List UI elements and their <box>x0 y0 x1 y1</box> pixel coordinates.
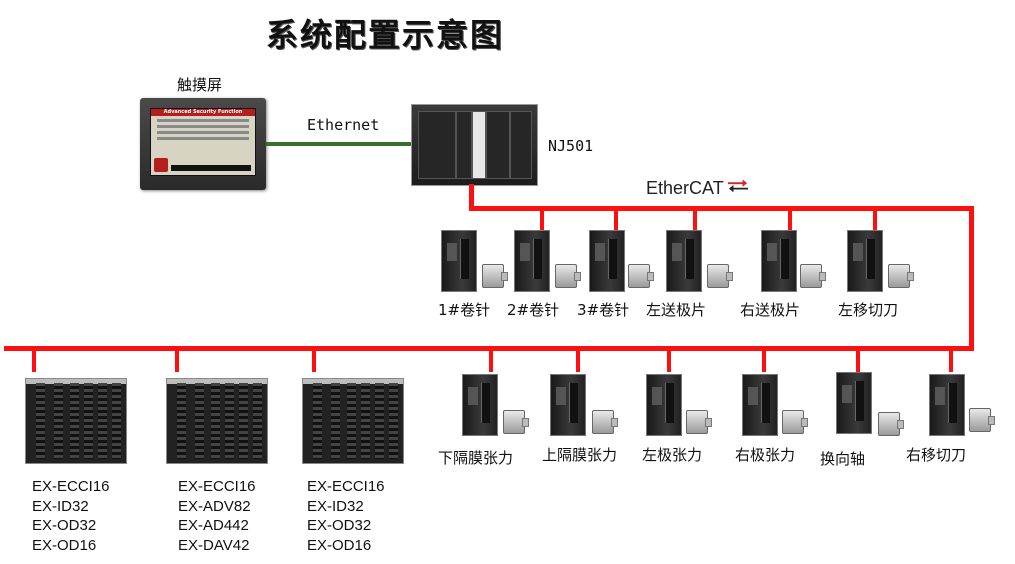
bus-drop <box>693 206 697 230</box>
io-module: EX-AD442 <box>178 517 249 534</box>
bus-drop <box>175 350 179 372</box>
hmi-screen: Advanced Security Function <box>150 108 256 176</box>
bus-drop <box>873 206 877 230</box>
servo-motor <box>503 410 529 434</box>
ethernet-cable <box>266 142 412 146</box>
servo-motor <box>782 410 808 434</box>
servo-motor <box>878 412 904 436</box>
servo-drive <box>761 230 797 292</box>
bus-drop-plc <box>469 184 474 210</box>
servo-label: 3#卷针 <box>577 301 630 319</box>
servo-label: 1#卷针 <box>438 301 491 319</box>
io-module: EX-ADV82 <box>178 497 251 515</box>
servo-drive <box>666 230 702 292</box>
servo-motor <box>686 410 712 434</box>
servo-label: 上隔膜张力 <box>542 446 618 464</box>
hmi-button-strip <box>171 165 251 171</box>
bus-drop <box>540 206 544 230</box>
servo-drive <box>929 374 965 436</box>
io-module: EX-DAV42 <box>178 536 250 554</box>
plc-controller <box>411 104 538 186</box>
io-module: EX-ECCI16 <box>32 478 110 495</box>
bus-drop <box>667 350 671 372</box>
hmi-label: 触摸屏 <box>177 76 223 94</box>
servo-motor <box>707 264 733 288</box>
ethercat-logo: EtherCAT <box>646 178 749 199</box>
hmi-touchscreen: Advanced Security Function <box>140 98 266 190</box>
io-module: EX-OD16 <box>307 536 372 554</box>
io-module-list: EX-ECCI16 EX-ID32 EX-OD32 EX-OD16 <box>32 477 110 555</box>
bus-drop <box>856 350 860 372</box>
servo-label: 右极张力 <box>735 446 796 464</box>
io-module: EX-OD16 <box>32 536 97 554</box>
servo-drive <box>646 374 682 436</box>
io-module-list: EX-ECCI16 EX-ADV82 EX-AD442 EX-DAV42 <box>178 477 256 555</box>
diagram-title: 系统配置示意图 <box>266 16 505 54</box>
io-module: EX-ECCI16 <box>178 478 256 495</box>
servo-drive <box>742 374 778 436</box>
io-module-list: EX-ECCI16 EX-ID32 EX-OD32 EX-OD16 <box>307 477 385 555</box>
servo-label: 左移切刀 <box>838 301 899 319</box>
servo-drive <box>441 230 477 292</box>
bus-drop <box>614 206 618 230</box>
ethernet-label: Ethernet <box>307 116 380 134</box>
servo-motor <box>482 264 508 288</box>
remote-io-unit <box>166 378 268 464</box>
bus-drop <box>762 350 766 372</box>
servo-label: 下隔膜张力 <box>438 449 514 467</box>
remote-io-unit <box>302 378 404 464</box>
ethercat-label: EtherCAT <box>646 178 724 198</box>
io-module: EX-ECCI16 <box>307 478 385 495</box>
servo-drive <box>550 374 586 436</box>
ethercat-bus-upper <box>469 206 974 211</box>
servo-label: 左送极片 <box>646 301 707 319</box>
bus-drop <box>576 350 580 372</box>
plc-label: NJ501 <box>548 137 594 155</box>
bus-drop <box>949 350 953 372</box>
servo-motor <box>555 264 581 288</box>
io-module: EX-ID32 <box>307 497 364 515</box>
servo-label: 换向轴 <box>820 450 866 468</box>
servo-label: 左极张力 <box>642 446 703 464</box>
servo-drive <box>836 372 872 434</box>
hmi-screen-title: Advanced Security Function <box>151 109 255 116</box>
bus-drop <box>788 206 792 230</box>
remote-io-unit <box>25 378 127 464</box>
io-module: EX-OD32 <box>307 517 372 534</box>
servo-motor <box>800 264 826 288</box>
ethercat-bus-lower <box>4 346 974 351</box>
servo-drive <box>514 230 550 292</box>
io-module: EX-ID32 <box>32 497 89 515</box>
bus-drop <box>489 350 493 372</box>
bus-drop <box>312 350 316 372</box>
servo-label: 右移切刀 <box>906 446 967 464</box>
servo-motor <box>888 264 914 288</box>
io-module: EX-OD32 <box>32 517 97 534</box>
ethercat-bus-riser <box>969 206 974 351</box>
servo-motor <box>969 408 995 432</box>
ethercat-arrows-icon <box>728 179 749 192</box>
servo-motor <box>628 264 654 288</box>
servo-drive <box>589 230 625 292</box>
servo-drive <box>847 230 883 292</box>
servo-label: 右送极片 <box>740 301 801 319</box>
servo-label: 2#卷针 <box>507 301 560 319</box>
bus-drop <box>32 350 36 372</box>
hmi-logo-icon <box>154 158 168 172</box>
servo-drive <box>462 374 498 436</box>
servo-motor <box>592 410 618 434</box>
